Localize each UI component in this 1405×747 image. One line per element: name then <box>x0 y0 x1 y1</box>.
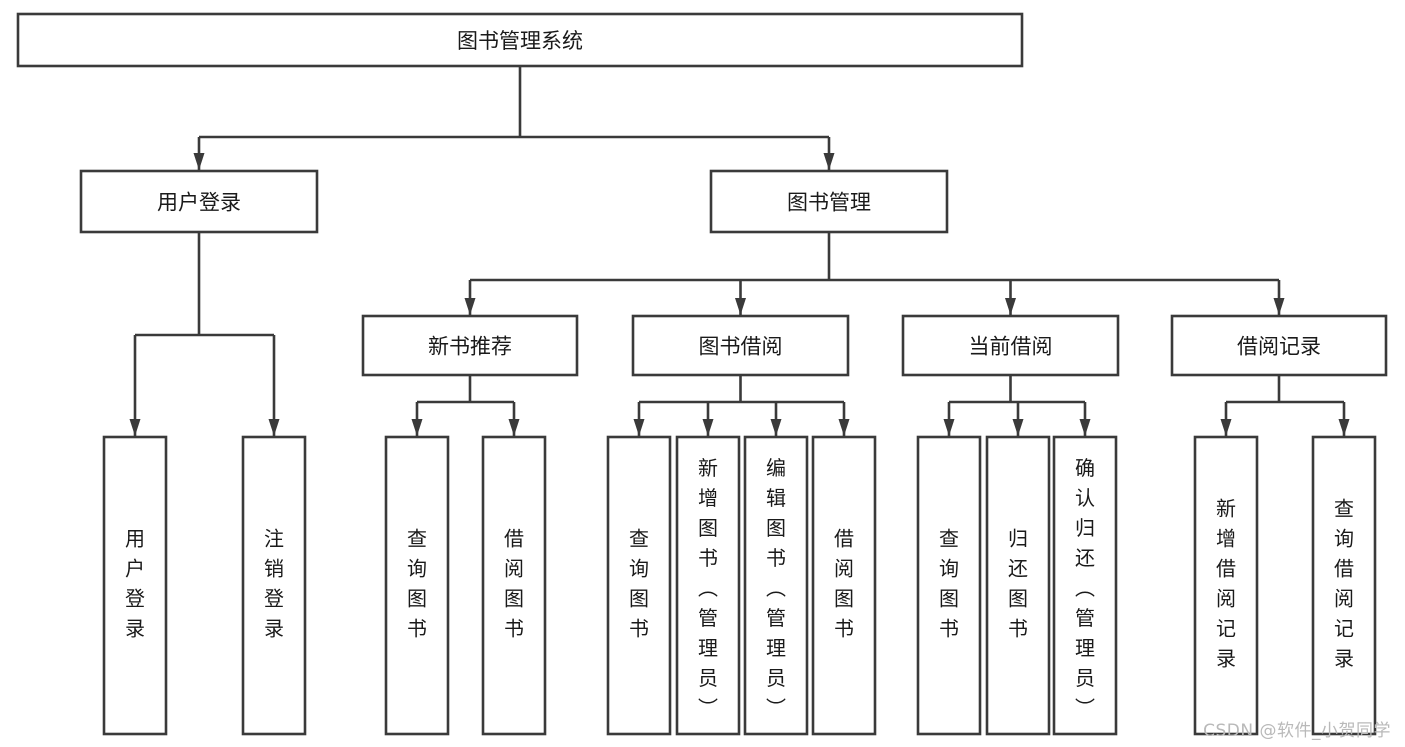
node-leaf-query-book-1-box <box>384 435 450 736</box>
node-root[interactable]: 图书管理系统 <box>16 12 1024 68</box>
node-leaf-borrow-book-2-label: 借阅图书 <box>834 527 854 641</box>
node-leaf-add-record-label: 新增借阅记录 <box>1216 497 1236 671</box>
node-leaf-query-book-3-box <box>916 435 982 736</box>
node-leaf-borrow-book-2[interactable]: 借阅图书 <box>811 435 877 736</box>
node-borrow-record[interactable]: 借阅记录 <box>1170 314 1388 377</box>
node-leaf-confirm-return[interactable]: 确认归还︵管理员︶ <box>1052 435 1118 736</box>
node-new-book-recommend[interactable]: 新书推荐 <box>361 314 579 377</box>
node-leaf-borrow-book-2-box <box>811 435 877 736</box>
node-book-manage[interactable]: 图书管理 <box>709 169 949 234</box>
node-book-manage-label: 图书管理 <box>787 191 871 215</box>
node-leaf-confirm-return-label: 确认归还︵管理员︶ <box>1075 456 1095 720</box>
node-leaf-borrow-book-1-box <box>481 435 547 736</box>
node-leaf-edit-book-label: 编辑图书︵管理员︶ <box>766 456 786 720</box>
node-leaf-confirm-return-box <box>1052 435 1118 736</box>
node-leaf-add-record-box <box>1193 435 1259 736</box>
node-leaf-query-book-1[interactable]: 查询图书 <box>384 435 450 736</box>
node-leaf-borrow-book-1[interactable]: 借阅图书 <box>481 435 547 736</box>
node-leaf-user-login-box <box>102 435 168 736</box>
node-leaf-edit-book-box <box>743 435 809 736</box>
node-user-login[interactable]: 用户登录 <box>79 169 319 234</box>
node-leaf-logout-label: 注销登录 <box>264 527 284 641</box>
node-root-label: 图书管理系统 <box>457 29 583 53</box>
node-leaf-query-record[interactable]: 查询借阅记录 <box>1311 435 1377 736</box>
node-leaf-query-record-box <box>1311 435 1377 736</box>
node-current-borrow[interactable]: 当前借阅 <box>901 314 1120 377</box>
node-root-box <box>16 12 1024 68</box>
node-leaf-return-book-label: 归还图书 <box>1008 527 1028 641</box>
node-leaf-logout-box <box>241 435 307 736</box>
node-book-borrow-box <box>631 314 850 377</box>
node-current-borrow-box <box>901 314 1120 377</box>
node-leaf-return-book[interactable]: 归还图书 <box>985 435 1051 736</box>
node-leaf-logout[interactable]: 注销登录 <box>241 435 307 736</box>
node-leaf-query-book-3-label: 查询图书 <box>939 527 959 641</box>
node-leaf-query-book-3[interactable]: 查询图书 <box>916 435 982 736</box>
node-leaf-user-login-label: 用户登录 <box>125 527 145 641</box>
node-leaf-query-record-label: 查询借阅记录 <box>1334 497 1354 671</box>
node-current-borrow-label: 当前借阅 <box>969 335 1053 359</box>
node-new-book-recommend-box <box>361 314 579 377</box>
node-leaf-user-login[interactable]: 用户登录 <box>102 435 168 736</box>
node-leaf-return-book-box <box>985 435 1051 736</box>
node-leaf-query-book-1-label: 查询图书 <box>407 527 427 641</box>
node-leaf-query-book-2[interactable]: 查询图书 <box>606 435 672 736</box>
node-leaf-add-book-box <box>675 435 741 736</box>
node-leaf-add-record[interactable]: 新增借阅记录 <box>1193 435 1259 736</box>
node-leaf-query-book-2-label: 查询图书 <box>629 527 649 641</box>
node-leaf-add-book-label: 新增图书︵管理员︶ <box>698 456 718 720</box>
node-user-login-box <box>79 169 319 234</box>
node-book-borrow[interactable]: 图书借阅 <box>631 314 850 377</box>
node-user-login-label: 用户登录 <box>157 191 241 215</box>
node-leaf-query-book-2-box <box>606 435 672 736</box>
node-leaf-add-book[interactable]: 新增图书︵管理员︶ <box>675 435 741 736</box>
node-book-manage-box <box>709 169 949 234</box>
node-borrow-record-box <box>1170 314 1388 377</box>
node-borrow-record-label: 借阅记录 <box>1237 335 1321 359</box>
node-book-borrow-label: 图书借阅 <box>699 335 783 359</box>
node-leaf-edit-book[interactable]: 编辑图书︵管理员︶ <box>743 435 809 736</box>
node-new-book-recommend-label: 新书推荐 <box>428 335 512 359</box>
node-leaf-borrow-book-1-label: 借阅图书 <box>504 527 524 641</box>
